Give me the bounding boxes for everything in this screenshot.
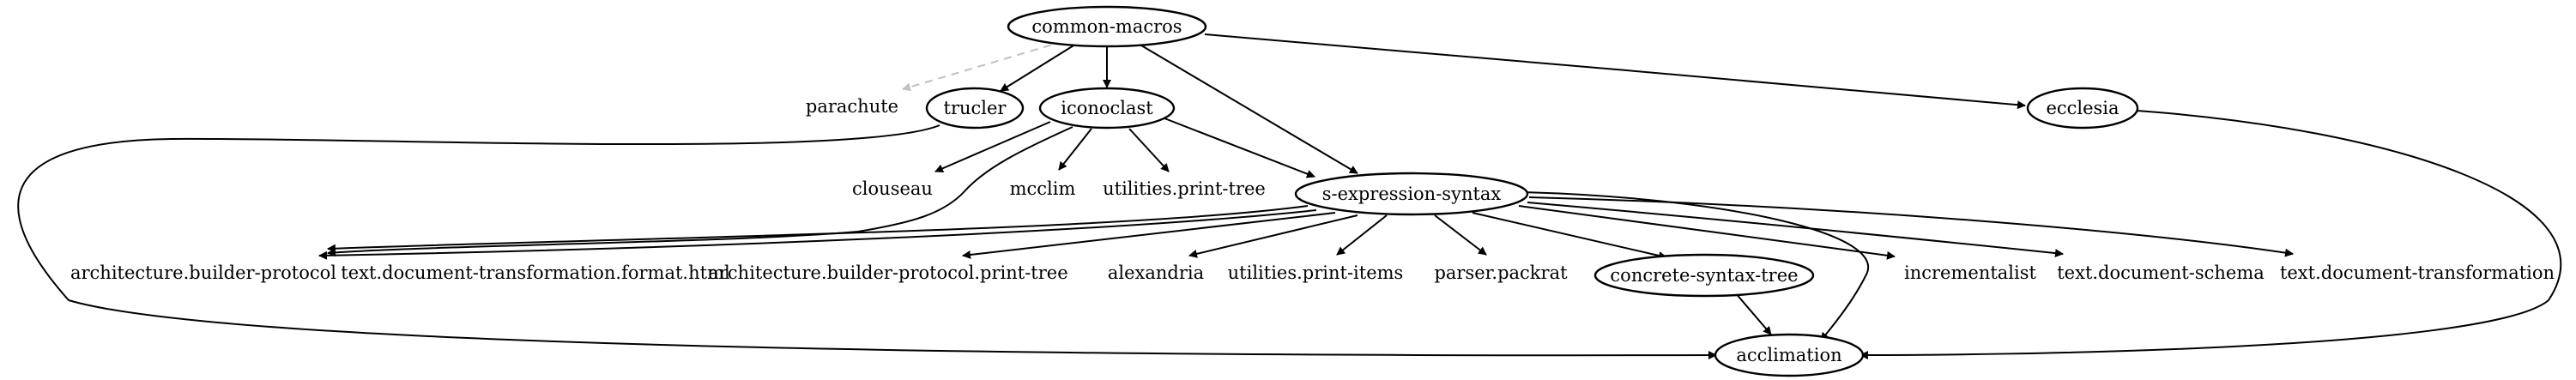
node-label: ecclesia [2046,98,2119,118]
node-label: mcclim [1010,178,1076,199]
edge-s-expression-syntax-to-text-document-transformation-format-html [318,209,1317,260]
node-label: parachute [806,96,898,117]
edge-iconoclast-to-mcclim [1058,128,1092,171]
edge-concrete-syntax-tree-to-acclimation [1734,292,1772,335]
edge-s-expression-syntax-to-architecture-builder-protocol [327,205,1309,253]
node-trucler[interactable]: trucler [925,87,1025,130]
node-parachute[interactable]: parachute [806,96,898,117]
edges [17,33,2562,360]
edge-iconoclast-to-clouseau [934,121,1051,173]
node-label: common-macros [1031,16,1182,37]
node-s-expression-syntax[interactable]: s-expression-syntax [1294,172,1529,216]
node-architecture-builder-protocol-print-tree[interactable]: architecture.builder-protocol.print-tree [708,262,1067,283]
edge-s-expression-syntax-to-parser-packrat [1434,214,1487,256]
node-utilities-print-items[interactable]: utilities.print-items [1228,262,1404,283]
node-acclimation[interactable]: acclimation [1714,333,1865,377]
node-label: clouseau [852,178,933,199]
node-label: parser.packrat [1434,262,1568,283]
node-iconoclast[interactable]: iconoclast [1038,87,1176,130]
edge-common-macros-to-ecclesia [1204,33,2026,110]
node-label: alexandria [1108,262,1204,283]
edge-common-macros-to-s-expression-syntax [1136,42,1358,174]
edge-common-macros-to-parachute [902,40,1065,92]
edge-s-expression-syntax-to-alexandria [1188,214,1358,258]
node-text-document-transformation[interactable]: text.document-transformation [2280,262,2555,283]
edge-s-expression-syntax-to-architecture-builder-protocol-print-tree [962,212,1336,259]
edge-ecclesia-to-acclimation [1859,110,2562,359]
node-label: s-expression-syntax [1322,184,1502,204]
edge-s-expression-syntax-to-concrete-syntax-tree [1472,212,1667,260]
node-mcclim[interactable]: mcclim [1010,178,1076,199]
node-text-document-schema[interactable]: text.document-schema [2057,262,2265,283]
node-label: concrete-syntax-tree [1610,265,1798,286]
node-label: trucler [944,98,1007,118]
edge-s-expression-syntax-to-text-document-transformation [1528,196,2294,257]
nodes: common-macros parachute trucler iconocla… [70,5,2555,377]
edge-iconoclast-to-s-expression-syntax [1159,116,1315,178]
node-parser-packrat[interactable]: parser.packrat [1434,262,1568,283]
edge-s-expression-syntax-to-utilities-print-items [1336,214,1388,256]
node-label: incrementalist [1904,262,2037,283]
node-incrementalist[interactable]: incrementalist [1904,262,2037,283]
edge-iconoclast-to-utilities-print-tree [1128,128,1170,172]
node-label: utilities.print-items [1228,262,1404,283]
node-utilities-print-tree[interactable]: utilities.print-tree [1103,178,1266,199]
node-clouseau[interactable]: clouseau [852,178,933,199]
edge-s-expression-syntax-to-acclimation [1522,191,1869,341]
node-label: iconoclast [1061,98,1153,118]
node-label: architecture.builder-protocol.print-tree [708,262,1067,283]
node-label: text.document-schema [2057,262,2265,283]
node-text-document-transformation-format-html[interactable]: text.document-transformation.format.html [341,262,730,283]
node-ecclesia[interactable]: ecclesia [2026,87,2139,130]
node-common-macros[interactable]: common-macros [1007,5,1207,48]
node-alexandria[interactable]: alexandria [1108,262,1204,283]
node-label: utilities.print-tree [1103,178,1266,199]
edge-trucler-to-acclimation [17,124,1717,360]
edge-s-expression-syntax-to-text-document-schema [1527,202,2064,258]
edge-common-macros-to-trucler [1000,42,1079,92]
edge-s-expression-syntax-to-incrementalist [1518,205,1896,260]
node-label: architecture.builder-protocol [70,262,336,283]
node-architecture-builder-protocol[interactable]: architecture.builder-protocol [70,262,336,283]
node-label: text.document-transformation [2280,262,2555,283]
node-label: text.document-transformation.format.html [341,262,730,283]
edge-iconoclast-to-architecture-builder-protocol [327,126,1073,257]
node-concrete-syntax-tree[interactable]: concrete-syntax-tree [1593,253,1815,298]
node-label: acclimation [1736,345,1841,365]
